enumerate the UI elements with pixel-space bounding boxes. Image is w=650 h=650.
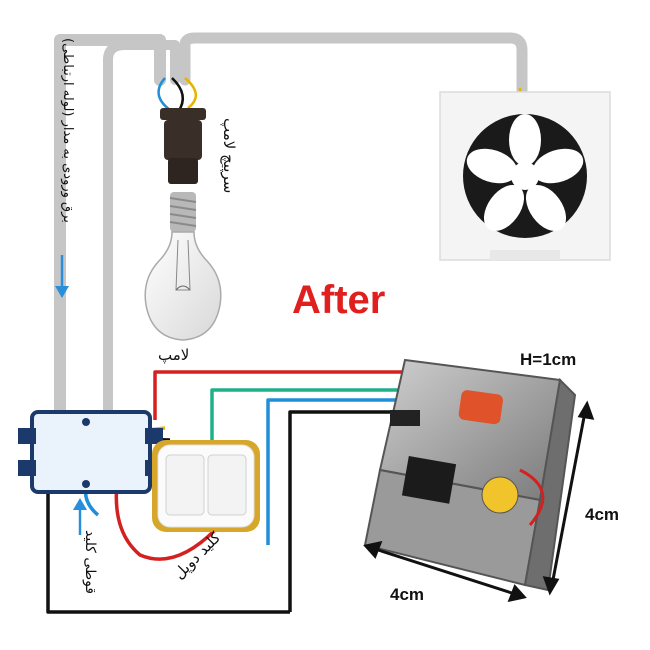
lamp-socket-label: سرپیچ لامپ [220,118,238,194]
height-dimension: H=1cm [520,350,577,369]
width-dimension: 4cm [390,585,425,604]
junction-box [18,410,163,494]
exhaust-fan [439,91,611,261]
junction-box-label: قوطی کلید [82,530,98,595]
control-module [363,358,577,592]
lamp-bulb [144,192,222,341]
depth-dimension: 4cm [585,505,620,524]
lamp-socket [160,108,206,184]
double-switch [152,440,260,532]
dimension-arrows [363,400,595,603]
lamp-label: لامپ [158,346,190,364]
after-title: After [292,278,386,322]
input-arrows [55,255,87,535]
socket-wires [157,77,522,113]
incoming-power-label: برق ورودی به مدار (لوله ارتباطی) [60,38,75,223]
conduit-pipes [54,32,528,426]
